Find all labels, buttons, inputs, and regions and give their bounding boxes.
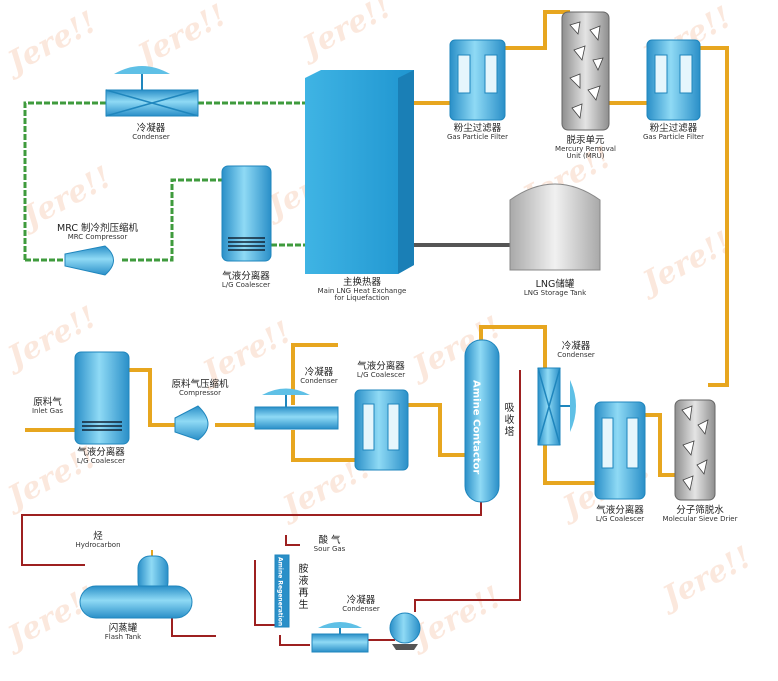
lng-tank-label: LNG储罐 LNG Storage Tank bbox=[510, 280, 600, 297]
label-zh: 原料气 bbox=[33, 397, 62, 408]
label-zh: 冷凝器 bbox=[561, 341, 591, 352]
label-zh: 原料气压缩机 bbox=[171, 379, 229, 390]
amine-loop bbox=[21, 370, 521, 646]
label-zh: 气液分离器 bbox=[357, 361, 405, 372]
label-zh: 气液分离器 bbox=[77, 447, 125, 458]
label-zh: 粉尘过滤器 bbox=[649, 123, 698, 134]
hydrocarbon-label: 烃 Hydrocarbon bbox=[68, 532, 128, 549]
lg-coalescer-2-label: 气液分离器 L/G Coalescer bbox=[65, 448, 137, 465]
condenser-top-label: 冷凝器 Condenser bbox=[116, 124, 186, 141]
feed-compressor-label: 原料气压缩机 Compressor bbox=[160, 380, 240, 397]
mercury-removal-label: 脱汞单元 Mercury Removal Unit (MRU) bbox=[548, 136, 623, 161]
particle-filter-1 bbox=[449, 39, 506, 121]
amine-contactor-label: Amine Contactor bbox=[470, 380, 494, 480]
particle-filter-1-label: 粉尘过滤器 Gas Particle Filter bbox=[440, 124, 515, 141]
label-zh: 气液分离器 bbox=[222, 271, 270, 282]
label-en: L/G Coalescer bbox=[595, 514, 645, 523]
label-zh: 闪蒸罐 bbox=[108, 623, 138, 634]
label-en: Gas Particle Filter bbox=[642, 132, 704, 141]
label-zh: LNG储罐 bbox=[535, 279, 575, 290]
condenser-right-label: 冷凝器 Condenser bbox=[545, 342, 607, 359]
label-en: Gas Particle Filter bbox=[446, 132, 508, 141]
lg-coalescer-3-label: 气液分离器 L/G Coalescer bbox=[345, 362, 417, 379]
particle-filter-2-label: 粉尘过滤器 Gas Particle Filter bbox=[636, 124, 711, 141]
label-zh: 粉尘过滤器 bbox=[453, 123, 502, 134]
mercury-removal-unit bbox=[561, 11, 610, 131]
label-en: Sour Gas bbox=[313, 544, 346, 553]
flash-tank-label: 闪蒸罐 Flash Tank bbox=[93, 624, 153, 641]
condenser-bottom bbox=[311, 622, 369, 653]
amine-contactor-zh: 吸收塔 bbox=[502, 402, 513, 438]
condenser-mid bbox=[254, 388, 339, 430]
amine-regeneration-text: Amine Regeneration bbox=[276, 557, 284, 627]
amine-contactor-text: Amine Contactor bbox=[470, 380, 482, 475]
label-en: L/G Coalescer bbox=[221, 280, 271, 289]
label-en: Compressor bbox=[179, 388, 221, 397]
label-en: Mercury Removal bbox=[555, 144, 616, 153]
label-zh: 气液分离器 bbox=[596, 505, 644, 516]
label-zh: 主换热器 bbox=[342, 277, 381, 288]
label-en: MRC Compressor bbox=[67, 232, 128, 241]
lg-coalescer-1-label: 气液分离器 L/G Coalescer bbox=[210, 272, 282, 289]
label-en-line2: Unit (MRU) bbox=[566, 152, 605, 161]
lg-coalescer-1 bbox=[221, 165, 272, 262]
flash-tank bbox=[79, 555, 193, 619]
pump bbox=[389, 612, 421, 650]
label-en: Condenser bbox=[132, 132, 170, 141]
lg-coalescer-4-label: 气液分离器 L/G Coalescer bbox=[584, 506, 656, 523]
label-en: Inlet Gas bbox=[31, 406, 64, 415]
main-heat-exchanger bbox=[305, 70, 414, 274]
label-en: L/G Coalescer bbox=[76, 456, 126, 465]
molecular-sieve-drier bbox=[674, 399, 716, 501]
label-en: Flash Tank bbox=[104, 632, 142, 641]
condenser-mid-label: 冷凝器 Condenser bbox=[288, 368, 350, 385]
amine-regeneration-label: Amine Regeneration bbox=[276, 557, 288, 627]
label-en: Condenser bbox=[342, 604, 380, 613]
lg-coalescer-2 bbox=[74, 351, 130, 445]
label-zh: 冷凝器 bbox=[304, 367, 334, 378]
particle-filter-2 bbox=[646, 39, 701, 121]
amine-regeneration-zh: 胺液再生 bbox=[296, 563, 307, 611]
condenser-top bbox=[105, 66, 199, 117]
feed-compressor bbox=[174, 405, 209, 441]
main-heat-exchanger-label: 主换热器 Main LNG Heat Exchange for Liquefac… bbox=[302, 278, 422, 303]
label-zh: MRC 制冷剂压缩机 bbox=[57, 223, 138, 234]
mrc-compressor-label: MRC 制冷剂压缩机 MRC Compressor bbox=[40, 224, 155, 241]
label-en: Molecular Sieve Drier bbox=[662, 514, 738, 523]
amine-regeneration-column bbox=[274, 554, 290, 628]
label-en: L/G Coalescer bbox=[356, 370, 406, 379]
sour-gas-label: 酸 气 Sour Gas bbox=[302, 536, 357, 553]
lg-coalescer-3 bbox=[354, 389, 409, 471]
label-en: LNG Storage Tank bbox=[523, 288, 587, 297]
label-zh: 分子筛脱水 bbox=[676, 505, 724, 516]
mrc-compressor bbox=[64, 245, 114, 276]
label-en: Condenser bbox=[300, 376, 338, 385]
label-zh: 脱汞单元 bbox=[566, 135, 605, 146]
lng-storage-tank bbox=[509, 183, 601, 271]
inlet-gas-label: 原料气 Inlet Gas bbox=[20, 398, 75, 415]
label-en-line2: for Liquefaction bbox=[334, 294, 390, 303]
lg-coalescer-4 bbox=[594, 401, 646, 500]
label-zh: 酸 气 bbox=[318, 535, 341, 546]
condenser-right bbox=[537, 367, 576, 446]
condenser-bottom-label: 冷凝器 Condenser bbox=[330, 596, 392, 613]
molecular-sieve-label: 分子筛脱水 Molecular Sieve Drier bbox=[655, 506, 745, 523]
label-zh: 烃 bbox=[93, 531, 103, 542]
label-en: Condenser bbox=[557, 350, 595, 359]
label-zh: 冷凝器 bbox=[346, 595, 376, 606]
label-en: Main LNG Heat Exchange bbox=[317, 286, 407, 295]
label-en: Hydrocarbon bbox=[75, 540, 121, 549]
amine-contactor bbox=[464, 339, 500, 503]
label-zh: 冷凝器 bbox=[136, 123, 166, 134]
